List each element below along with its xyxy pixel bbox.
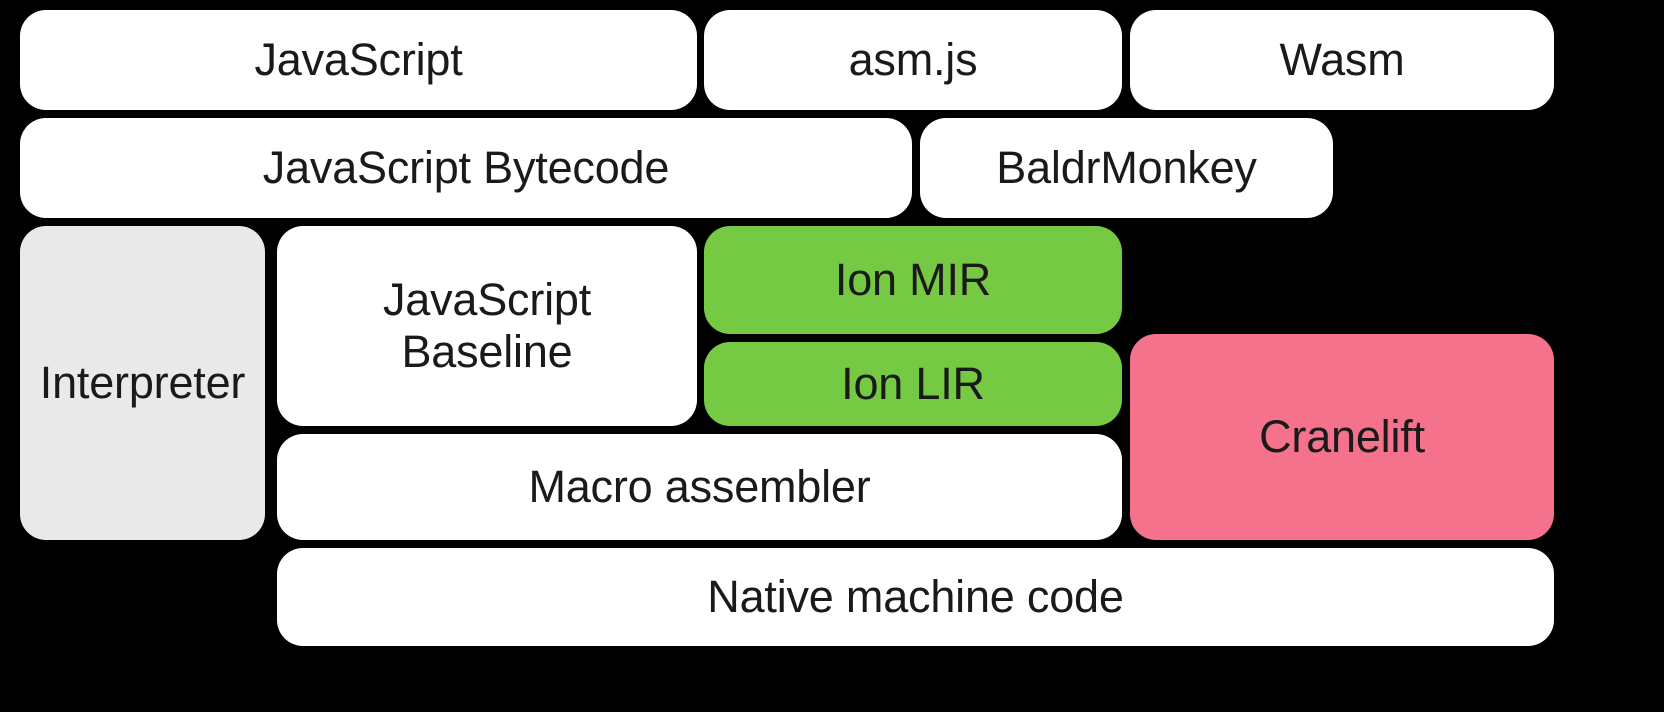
- node-native-machine-code[interactable]: Native machine code: [277, 548, 1554, 646]
- node-ion-lir[interactable]: Ion LIR: [704, 342, 1122, 426]
- node-macro-assembler[interactable]: Macro assembler: [277, 434, 1122, 540]
- node-wasm[interactable]: Wasm: [1130, 10, 1554, 110]
- node-asmjs[interactable]: asm.js: [704, 10, 1122, 110]
- node-cranelift[interactable]: Cranelift: [1130, 334, 1554, 540]
- node-javascript-bytecode[interactable]: JavaScript Bytecode: [20, 118, 912, 218]
- node-baldrmonkey[interactable]: BaldrMonkey: [920, 118, 1333, 218]
- node-javascript[interactable]: JavaScript: [20, 10, 697, 110]
- node-interpreter[interactable]: Interpreter: [20, 226, 265, 540]
- node-javascript-baseline[interactable]: JavaScript Baseline: [277, 226, 697, 426]
- node-ion-mir[interactable]: Ion MIR: [704, 226, 1122, 334]
